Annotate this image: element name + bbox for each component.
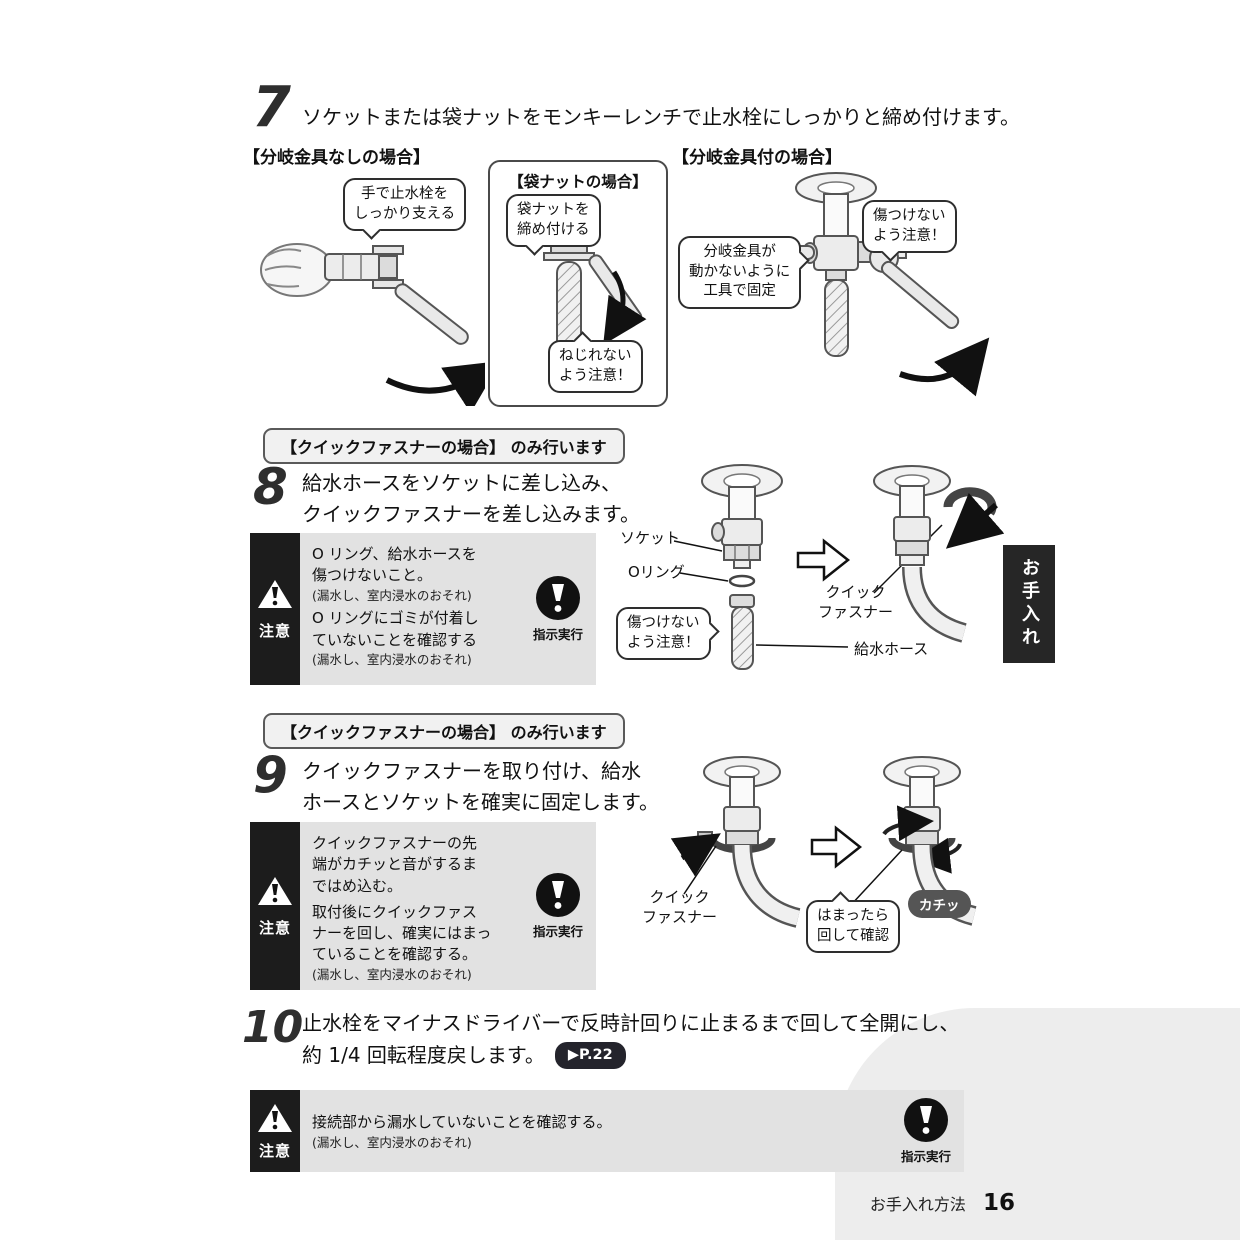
step7-number: 7 <box>252 75 291 140</box>
exec-instruction-icon <box>904 1098 948 1142</box>
caution8-note2: (漏水し、室内浸水のおそれ) <box>312 651 472 667</box>
speech-bubble-no-scratch-7: 傷つけない よう注意！ <box>862 200 957 254</box>
case-no-branch-title: 【分岐金具なしの場合】 <box>243 148 430 168</box>
click-sound-bubble: カチッ <box>908 890 971 918</box>
bottom-caution-text: 接続部から漏水していないことを確認する。 <box>312 1113 612 1132</box>
step9-number: 9 <box>253 746 288 804</box>
label-quick-fastener-8: クイック ファスナー <box>818 583 894 621</box>
section8-condition-tag: 【クイックファスナーの場合】 のみ行います <box>263 428 625 464</box>
step7-instruction: ソケットまたは袋ナットをモンキーレンチで止水栓にしっかりと締め付けます。 <box>302 105 1020 129</box>
caution-strip-bottom: 注意 <box>250 1090 300 1172</box>
page-footer: お手入れ方法 16 <box>760 1190 1015 1216</box>
step10-number: 10 <box>242 1002 304 1053</box>
caution9-item2: 取付後にクイックファス ナーを回し、確実にはまっ ていることを確認する。 <box>312 902 492 964</box>
caution-label-8: 注意 <box>258 621 291 640</box>
step8-number: 8 <box>253 458 288 516</box>
step10-instruction-line1: 止水栓をマイナスドライバーで反時計回りに止まるまで回して全開にし、 <box>302 1011 960 1035</box>
caution-label-9: 注意 <box>258 918 291 937</box>
hose-socket-illustration <box>673 464 1005 670</box>
hand-hold-valve-illustration <box>260 243 485 406</box>
caution9-note2: (漏水し、室内浸水のおそれ) <box>312 966 472 982</box>
speech-bubble-check-rotation: はまったら 回して確認 <box>806 900 901 954</box>
step8-illustration: ソケット Oリング クイック ファスナー 給水ホース 傷つけない よう注意！ <box>612 455 1005 690</box>
caution9-item1: クイックファスナーの先 端がカチッと音がするま ではめ込む。 <box>312 834 478 895</box>
label-o-ring: Oリング <box>628 563 685 581</box>
exec-instruction-icon <box>536 576 580 620</box>
caution-strip-8: 注意 <box>250 533 300 685</box>
step8-instruction: 給水ホースをソケットに差し込み、 クイックファスナーを差し込みます。 <box>302 471 640 526</box>
caution-box-9: 注意 クイックファスナーの先 端がカチッと音がするま ではめ込む。 取付後にクイ… <box>250 822 596 990</box>
exec-instruction-label: 指示実行 <box>532 924 583 939</box>
exec-instruction-label: 指示実行 <box>900 1149 951 1164</box>
label-quick-fastener-9: クイック ファスナー <box>642 888 718 926</box>
footer-section-label: お手入れ方法 <box>869 1195 966 1214</box>
page-ref-badge: ▶P.22 <box>554 1042 626 1069</box>
speech-bubble-tighten-bag-nut: 袋ナットを 締め付ける <box>506 194 601 248</box>
warning-triangle-icon <box>258 876 292 905</box>
section9-condition-tag: 【クイックファスナーの場合】 のみ行います <box>263 713 625 749</box>
case-bag-nut-title: 【袋ナットの場合】 <box>508 173 648 191</box>
speech-bubble-fix-with-tool: 分岐金具が 動かないように 工具で固定 <box>678 236 802 309</box>
warning-triangle-icon <box>258 1103 292 1132</box>
sidebar-tab-care: お手入れ <box>1003 545 1055 663</box>
caution8-note1: (漏水し、室内浸水のおそれ) <box>312 587 472 603</box>
bottom-caution-note: (漏水し、室内浸水のおそれ) <box>312 1134 472 1150</box>
caution-label-bottom: 注意 <box>258 1141 291 1160</box>
exec-instruction-icon <box>536 873 580 917</box>
caution-box-8: 注意 O リング、給水ホースを 傷つけないこと。 (漏水し、室内浸水のおそれ) … <box>250 533 596 685</box>
step10-instruction-line2: 約 1/4 回転程度戻します。 <box>302 1043 545 1067</box>
step9-instruction: クイックファスナーを取り付け、給水 ホースとソケットを確実に固定します。 <box>302 759 659 814</box>
warning-triangle-icon <box>258 579 292 608</box>
exec-instruction-label: 指示実行 <box>532 627 583 642</box>
case-branch-title: 【分岐金具付の場合】 <box>672 148 842 168</box>
step9-illustration: クイック ファスナー はまったら 回して確認 カチッ <box>612 748 1004 978</box>
caution-box-bottom: 注意 接続部から漏水していないことを確認する。 (漏水し、室内浸水のおそれ) 指… <box>250 1090 964 1172</box>
speech-bubble-no-twist: ねじれない よう注意！ <box>548 340 643 394</box>
caution-strip-9: 注意 <box>250 822 300 990</box>
speech-bubble-hold-by-hand: 手で止水栓を しっかり支える <box>343 178 467 232</box>
label-socket: ソケット <box>620 529 681 547</box>
speech-bubble-no-scratch-8: 傷つけない よう注意！ <box>616 607 711 661</box>
label-water-hose: 給水ホース <box>854 640 929 658</box>
caution8-item1: O リング、給水ホースを 傷つけないこと。 <box>312 545 477 585</box>
footer-page-number: 16 <box>982 1190 1015 1216</box>
caution8-item2: O リングにゴミが付着し ていないことを確認する <box>312 609 479 649</box>
